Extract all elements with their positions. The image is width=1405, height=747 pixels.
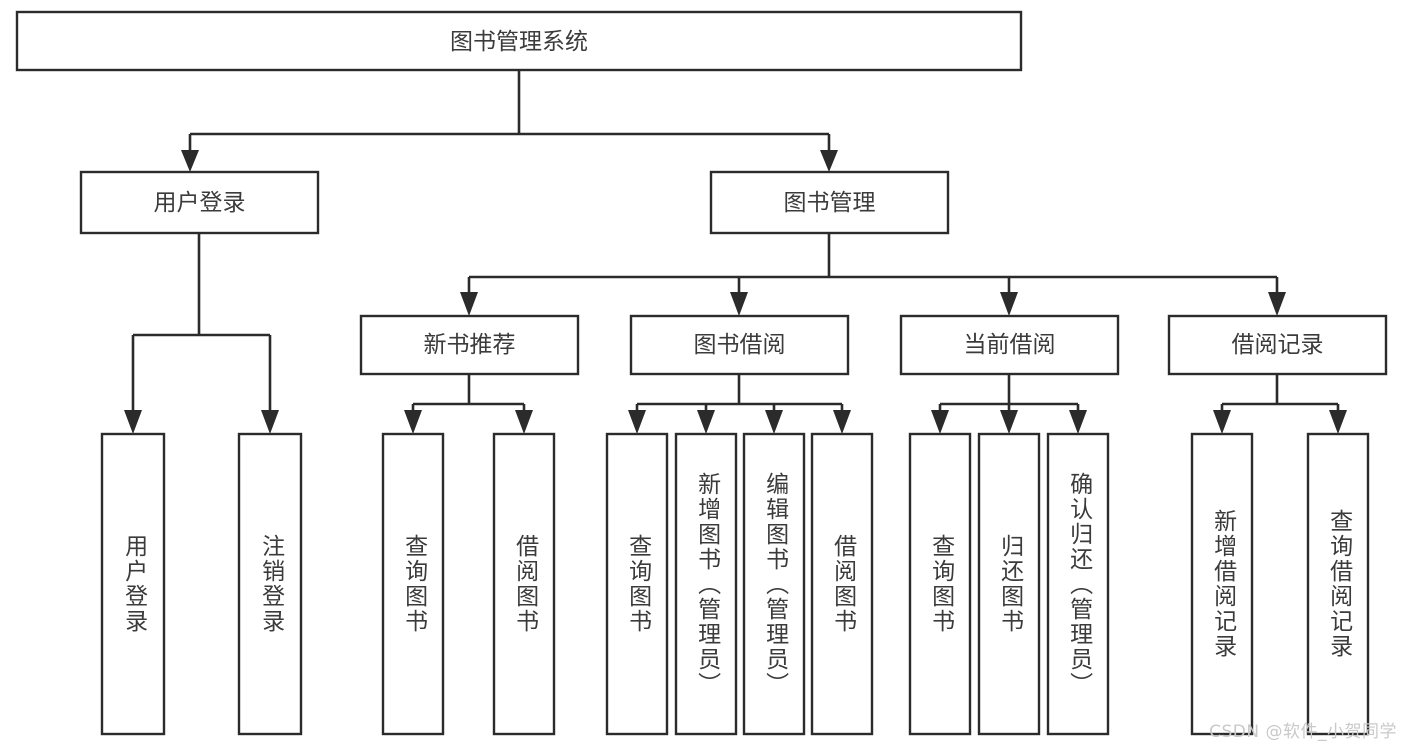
- node-box-new-book-recommend[interactable]: [359, 314, 580, 376]
- node-box-leaf-query-book-1[interactable]: [381, 432, 445, 736]
- arrowhead-book-mgmt: [820, 150, 838, 172]
- node-label-user-login: 用户登录: [154, 190, 246, 216]
- node-box-book-borrow[interactable]: [629, 314, 850, 376]
- arrowhead-book-borrow: [730, 292, 748, 316]
- node-box-leaf-add-book[interactable]: [674, 432, 738, 736]
- node-label-root: 图书管理系统: [450, 29, 588, 55]
- arrowhead-leaf-return-book: [1000, 410, 1018, 434]
- arrowhead-leaf-query-record: [1329, 410, 1347, 434]
- node-box-leaf-edit-book[interactable]: [742, 432, 806, 736]
- node-box-leaf-add-record[interactable]: [1190, 432, 1254, 736]
- arrowhead-leaf-add-book: [697, 410, 715, 434]
- arrowhead-leaf-user-login: [124, 410, 142, 434]
- node-box-leaf-user-login[interactable]: [100, 432, 166, 736]
- node-label-current-borrow: 当前借阅: [964, 332, 1056, 358]
- node-box-leaf-return-book[interactable]: [977, 432, 1041, 736]
- node-label-book-borrow: 图书借阅: [694, 332, 786, 358]
- node-box-book-management[interactable]: [709, 170, 950, 235]
- watermark-text: CSDN @软件_小贺同学: [1209, 722, 1397, 742]
- arrowhead-leaf-query-book-2: [628, 410, 646, 434]
- node-box-leaf-logout-login[interactable]: [237, 432, 303, 736]
- node-box-user-login[interactable]: [79, 170, 320, 235]
- node-label-book-management: 图书管理: [784, 190, 876, 216]
- arrowhead-leaf-logout-login: [261, 410, 279, 434]
- arrowhead-leaf-confirm-return: [1069, 410, 1087, 434]
- node-box-borrow-record[interactable]: [1167, 314, 1388, 376]
- arrowhead-leaf-borrow-book-1: [515, 410, 533, 434]
- node-box-leaf-query-record[interactable]: [1306, 432, 1370, 736]
- arrowhead-leaf-borrow-book-2: [833, 410, 851, 434]
- node-layer: 图书管理系统 用户登录 图书管理 新书推荐 图书借阅 当前借阅 借阅记录: [15, 10, 1388, 736]
- node-box-leaf-query-book-2[interactable]: [605, 432, 669, 736]
- node-box-root[interactable]: [15, 10, 1023, 72]
- node-box-leaf-borrow-book-2[interactable]: [810, 432, 874, 736]
- node-box-leaf-borrow-book-1[interactable]: [492, 432, 556, 736]
- arrowhead-leaf-query-book-1: [404, 410, 422, 434]
- arrowhead-leaf-query-book-3: [931, 410, 949, 434]
- node-box-leaf-query-book-3[interactable]: [908, 432, 972, 736]
- node-box-leaf-confirm-return[interactable]: [1046, 432, 1110, 736]
- arrowhead-leaf-edit-book: [765, 410, 783, 434]
- arrowhead-borrow-record: [1268, 292, 1286, 316]
- node-label-new-book-recommend: 新书推荐: [424, 332, 516, 358]
- arrowhead-new-book-recommend: [460, 292, 478, 316]
- node-box-current-borrow[interactable]: [899, 314, 1120, 376]
- arrowhead-current-borrow: [1000, 292, 1018, 316]
- connector-layer: [124, 70, 1347, 434]
- arrowhead-user-login: [181, 150, 199, 172]
- arrowhead-leaf-add-record: [1213, 410, 1231, 434]
- node-label-borrow-record: 借阅记录: [1232, 332, 1324, 358]
